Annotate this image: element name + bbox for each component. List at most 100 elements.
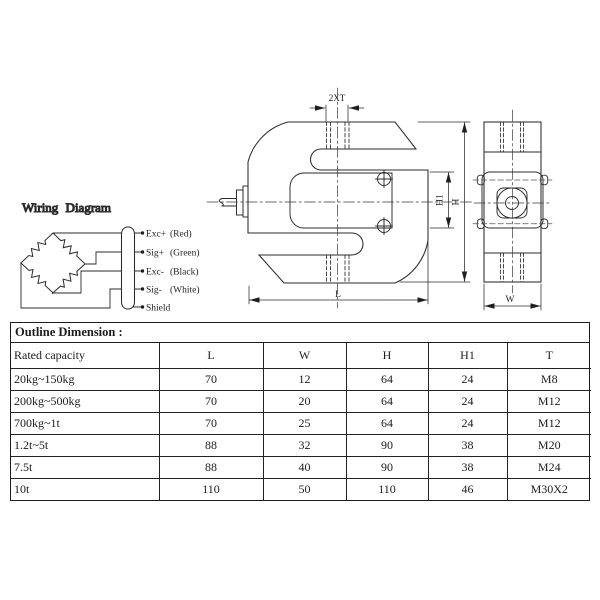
lead-labels: Exc+ (Red) Sig+ (Green) Exc- (Black) Sig…: [146, 229, 200, 314]
side-thread-holes: [500, 121, 524, 283]
resistor-bottom-left: [18, 259, 57, 297]
cell: 24: [427, 412, 508, 435]
wheatstone-bridge: [17, 229, 88, 297]
cell: 70: [158, 412, 264, 435]
cell: 110: [345, 478, 429, 500]
table-header-row: Rated capacity L W H H1 T: [11, 343, 591, 369]
cell: 200kg~500kg: [11, 390, 160, 413]
cell: M8: [506, 368, 591, 391]
dim-l: L: [248, 241, 429, 305]
dot-sig-plus: [140, 250, 145, 254]
dot-shield: [140, 305, 145, 309]
dim-h: H: [399, 121, 471, 283]
dot-sig-minus: [140, 287, 145, 291]
col-header-w: W: [262, 343, 347, 369]
cell: 64: [345, 390, 429, 413]
resistor-bottom-right: [49, 260, 88, 297]
cell: 24: [427, 390, 508, 413]
cell: 25: [262, 412, 347, 435]
cell: 90: [345, 434, 429, 457]
dim-label-l: L: [335, 290, 341, 300]
cell: 64: [345, 368, 429, 391]
cable-gland: [218, 185, 249, 218]
s-body-outline: [247, 121, 429, 284]
cell: M30X2: [506, 478, 591, 500]
resistor-top-left: [17, 229, 56, 267]
table-row: 700kg~1t 70 25 64 24 M12: [11, 412, 591, 435]
front-centerlines: [206, 87, 473, 309]
dim-thread: 2XT: [309, 93, 365, 122]
lead-label-exc-minus: Exc-: [146, 268, 164, 278]
wire-sig-plus: [84, 251, 144, 265]
lead-color-sig-minus: (White): [170, 285, 200, 296]
dimension-table: Outline Dimension : Rated capacity L W H…: [10, 322, 591, 501]
lead-label-exc-plus: Exc+: [146, 230, 166, 240]
cell: 40: [262, 456, 347, 479]
gauge-pocket-outline: [289, 172, 393, 229]
screw-hole-bottom: [375, 217, 393, 235]
cell: M12: [506, 390, 591, 413]
dim-label-w: W: [506, 295, 515, 305]
lead-label-sig-minus: Sig-: [146, 286, 162, 296]
col-header-t: T: [506, 343, 591, 369]
cell: M12: [506, 412, 591, 435]
dim-h1: H1: [429, 171, 455, 229]
side-middle-block: [481, 171, 544, 229]
cable-break: [218, 198, 224, 207]
lead-color-exc-plus: (Red): [170, 229, 192, 240]
col-header-l: L: [158, 343, 264, 369]
cell: 88: [158, 434, 264, 457]
col-header-h: H: [345, 343, 429, 369]
table-row: 7.5t 88 40 90 38 M24: [11, 456, 591, 479]
load-cell-front-view: [206, 87, 473, 309]
technical-drawing: Wiring Diagram Exc+: [17, 87, 553, 314]
cell: 32: [262, 434, 347, 457]
wiring-diagram-title: Wiring Diagram: [22, 200, 111, 215]
cell: 12: [262, 368, 347, 391]
cell: 110: [158, 478, 264, 500]
cell: 38: [427, 434, 508, 457]
cell: 70: [158, 390, 264, 413]
lead-label-sig-plus: Sig+: [146, 249, 164, 259]
lead-color-sig-plus: (Green): [170, 248, 200, 259]
dot-exc-minus: [140, 269, 145, 273]
screw-hole-top: [375, 170, 393, 188]
dimensions: 2XT H1 H L W: [248, 93, 542, 311]
col-header-rated-capacity: Rated capacity: [11, 343, 160, 369]
cable-sheath: [120, 226, 136, 310]
cell: 7.5t: [11, 456, 160, 479]
dot-exc-plus: [140, 231, 145, 235]
dimension-table-title: Outline Dimension :: [11, 323, 589, 343]
side-centerlines: [473, 109, 552, 294]
lead-label-shield: Shield: [146, 304, 171, 314]
wiring-diagram: Wiring Diagram Exc+: [17, 199, 200, 314]
cell: 700kg~1t: [11, 412, 160, 435]
cell: 1.2t~5t: [11, 434, 160, 457]
cell: M24: [506, 456, 591, 479]
cell: 46: [427, 478, 508, 500]
cell: 50: [262, 478, 347, 500]
wire-exc-minus: [52, 270, 144, 294]
cell: 88: [158, 456, 264, 479]
cell: 20: [262, 390, 347, 413]
load-cell-side-view: [472, 109, 553, 294]
dim-label-h: H: [452, 198, 462, 205]
lead-dots: [140, 231, 145, 309]
thread-hole-bottom: [326, 254, 350, 284]
cell: 20kg~150kg: [11, 368, 160, 391]
cell: 38: [427, 456, 508, 479]
cell: 10t: [11, 478, 160, 500]
side-screw-axes: [472, 179, 553, 225]
cell: M20: [506, 434, 591, 457]
dim-w: W: [483, 283, 542, 311]
dim-label-thread: 2XT: [329, 93, 346, 103]
thread-hole-top: [326, 121, 350, 151]
cell: 64: [345, 412, 429, 435]
col-header-h1: H1: [427, 343, 508, 369]
dim-label-h1: H1: [436, 194, 446, 206]
table-row: 10t 110 50 110 46 M30X2: [11, 478, 591, 500]
table-row: 20kg~150kg 70 12 64 24 M8: [11, 368, 591, 391]
table-row: 1.2t~5t 88 32 90 38 M20: [11, 434, 591, 457]
lead-color-exc-minus: (Black): [170, 267, 199, 278]
